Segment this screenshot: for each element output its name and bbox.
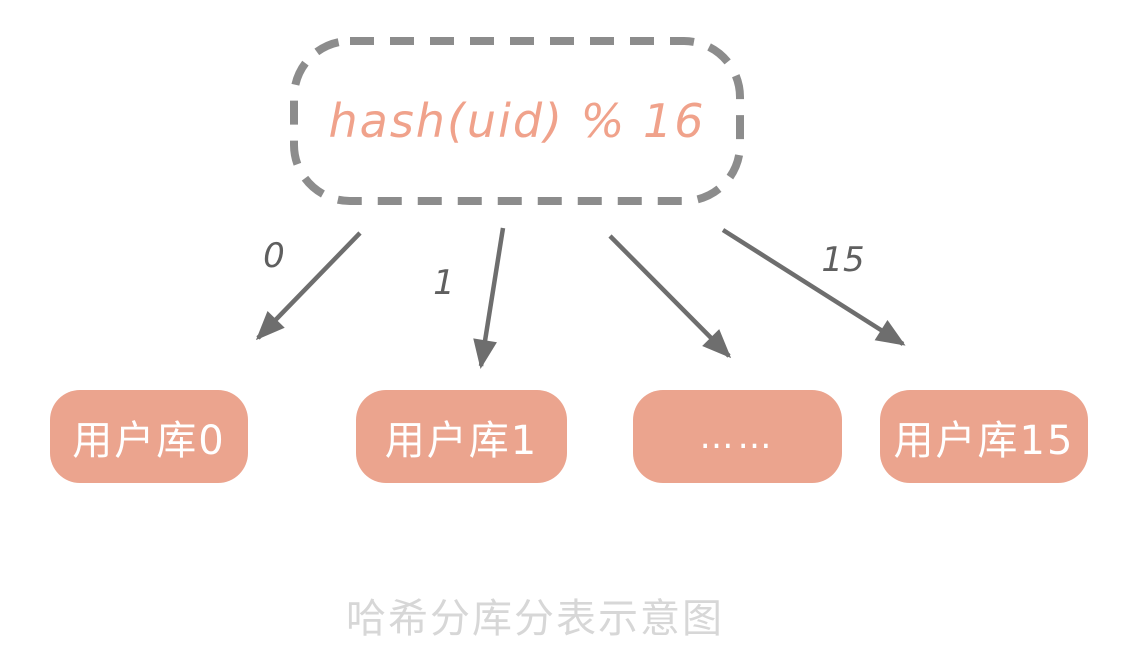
db-box-ellipsis-label: …… [699,416,776,457]
arrow-to-db-ellipsis [608,234,732,359]
db-box-ellipsis: …… [633,390,842,483]
db-box-15: 用户库15 [880,390,1088,483]
hash-node: hash(uid) % 16 [290,37,744,205]
db-box-1: 用户库1 [356,390,567,483]
db-box-0-label: 用户库0 [72,417,226,464]
db-box-1-label: 用户库1 [384,417,539,464]
arrow-label-0: 0 [263,236,285,276]
arrow-label-1: 1 [433,263,455,303]
arrow-label-15: 15 [821,240,865,280]
arrow-to-db1 [473,227,506,369]
db-box-0: 用户库0 [50,390,248,483]
arrow-to-db15 [721,228,906,346]
hash-node-dashed-border [290,37,744,205]
hash-expression-label: hash(uid) % 16 [328,94,706,148]
diagram-caption: 哈希分库分表示意图 [346,596,724,642]
db-box-15-label: 用户库15 [893,417,1075,464]
